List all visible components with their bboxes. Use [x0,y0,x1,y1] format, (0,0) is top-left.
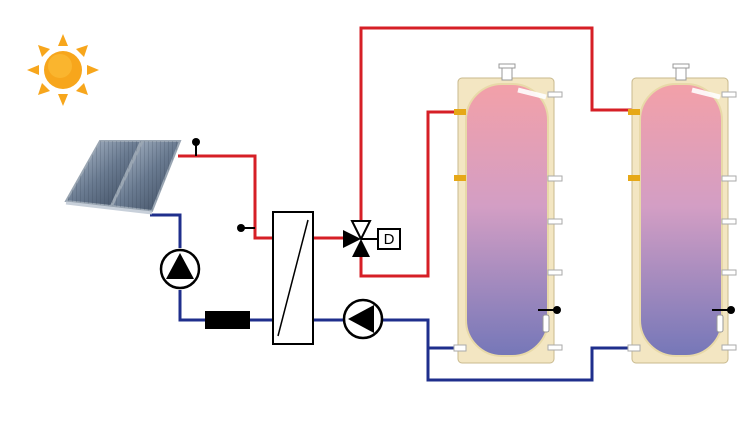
temperature-sensor-icon [712,306,735,314]
flow-meter-icon [205,311,250,329]
valve-actuator: D [377,228,401,250]
pump-icon [342,298,384,340]
sun-icon [27,34,99,106]
temperature-sensor-icon [192,138,200,156]
pump-icon [159,248,201,290]
hot-pipes [178,26,640,278]
temperature-sensor-icon [237,224,255,232]
three-way-valve-icon [343,220,378,257]
temperature-sensor-icon [538,306,561,314]
storage-tank-icon [627,63,737,364]
solar-panel-icon [64,140,182,215]
cold-pipes [150,213,640,382]
heat-exchanger-icon [272,211,314,345]
storage-tank-icon [453,63,563,364]
valve-actuator-label: D [384,231,395,248]
